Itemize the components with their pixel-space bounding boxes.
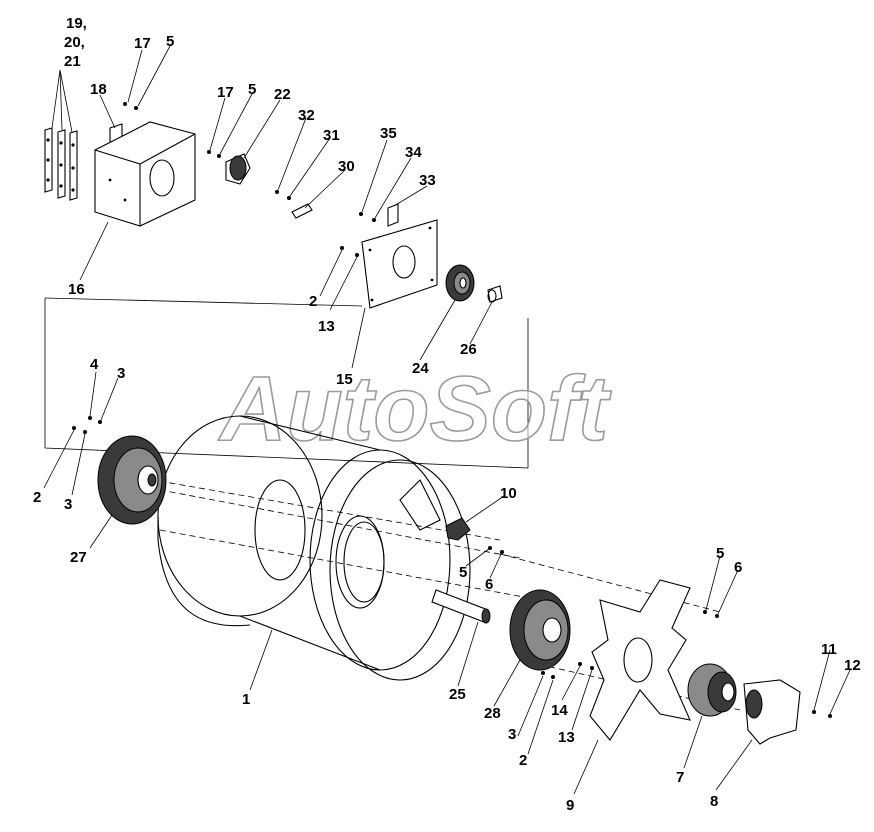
callout-26: 26 <box>460 341 477 358</box>
callout-labels: 19, 20, 21 18 17 5 17 5 22 32 31 30 35 3… <box>33 15 861 814</box>
callout-31: 31 <box>323 127 340 144</box>
callout-3a: 3 <box>117 365 125 382</box>
bearing-24 <box>445 264 475 302</box>
housing-box-16 <box>94 121 196 227</box>
callout-5c: 5 <box>459 564 467 581</box>
callout-19: 19, <box>66 15 87 32</box>
leader-lines <box>43 45 851 795</box>
callout-7: 7 <box>676 769 684 786</box>
callout-25: 25 <box>449 686 466 703</box>
callout-18: 18 <box>90 81 107 98</box>
bracket-33 <box>387 203 399 227</box>
callout-4: 4 <box>90 356 99 373</box>
callout-17b: 17 <box>217 84 234 101</box>
bracket-plates-19-21 <box>44 127 78 201</box>
callout-15: 15 <box>336 371 353 388</box>
callout-2a: 2 <box>309 293 317 310</box>
callout-5b: 5 <box>248 81 256 98</box>
callout-30: 30 <box>338 158 355 175</box>
shaft-25 <box>431 589 491 624</box>
callout-20: 20, <box>64 34 85 51</box>
bolts-2-3-4-left <box>72 416 102 434</box>
shaft-stub-26 <box>487 285 503 303</box>
bearing-22 <box>225 153 251 185</box>
callout-21: 21 <box>64 53 81 70</box>
watermark: AutoSoft <box>218 358 612 460</box>
bracket-8 <box>743 679 801 745</box>
assembly-outline <box>44 297 529 469</box>
callout-2c: 2 <box>519 752 527 769</box>
callout-3c: 3 <box>508 726 516 743</box>
callout-2b: 2 <box>33 489 41 506</box>
plate-15 <box>361 219 438 309</box>
callout-3b: 3 <box>64 496 72 513</box>
callout-13a: 13 <box>318 318 335 335</box>
callout-5a: 5 <box>166 33 174 50</box>
bolts-17-5-top <box>123 102 376 222</box>
bolts-2-13-top <box>340 246 359 257</box>
callout-24: 24 <box>412 360 429 377</box>
hub-27 <box>97 435 167 525</box>
callout-1: 1 <box>242 691 250 708</box>
bolts-14-13 <box>578 662 594 670</box>
callout-33: 33 <box>419 172 436 189</box>
callout-11: 11 <box>821 641 837 658</box>
bolts-3-2-bottom <box>541 671 555 679</box>
callout-10: 10 <box>500 485 517 502</box>
drum-1 <box>157 415 471 681</box>
bolts-11-12 <box>812 710 832 718</box>
hub-28 <box>509 589 571 671</box>
callout-22: 22 <box>274 86 291 103</box>
callout-16: 16 <box>68 281 85 298</box>
callout-6b: 6 <box>734 559 742 576</box>
callout-14: 14 <box>551 702 568 719</box>
gearbox-7 <box>687 663 737 717</box>
callout-34: 34 <box>405 144 422 161</box>
callout-6a: 6 <box>485 576 493 593</box>
cross-plate-9 <box>589 579 691 741</box>
clip-30 <box>291 203 313 219</box>
callout-17a: 17 <box>134 35 151 52</box>
callout-13b: 13 <box>558 729 575 746</box>
callout-12: 12 <box>844 657 861 674</box>
callout-35: 35 <box>380 125 397 142</box>
bolts-5-6-right <box>703 610 719 618</box>
bracket-10 <box>445 517 471 541</box>
callout-9: 9 <box>566 797 574 814</box>
callout-32: 32 <box>298 107 315 124</box>
callout-27: 27 <box>70 549 87 566</box>
callout-8: 8 <box>710 793 718 810</box>
callout-5d: 5 <box>716 545 724 562</box>
callout-28: 28 <box>484 705 501 722</box>
